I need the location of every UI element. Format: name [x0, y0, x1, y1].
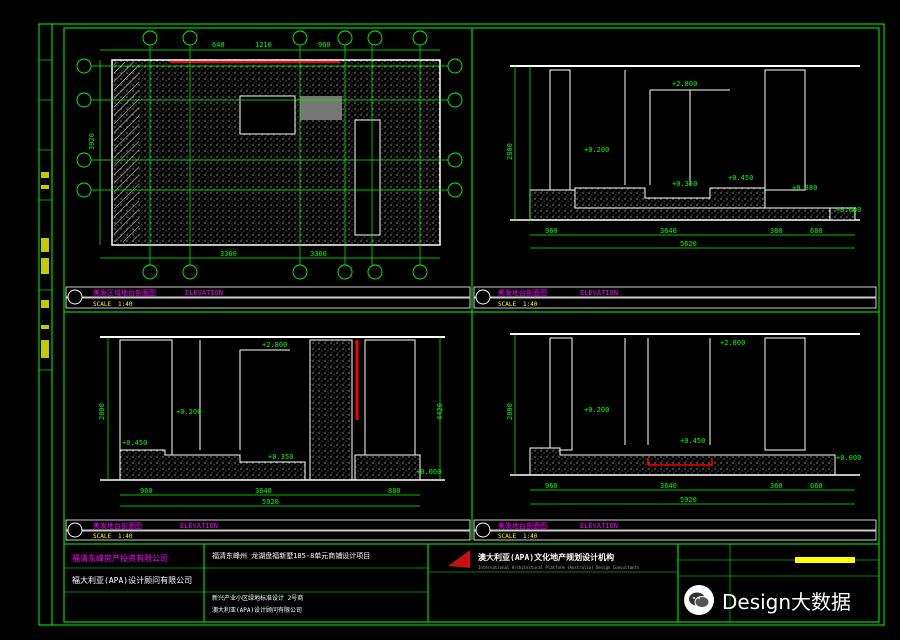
panel-b-scale: SCALE: [498, 301, 516, 308]
plan-dim-top-3: 960: [318, 41, 331, 49]
plan-dim-left: 3920: [88, 133, 96, 150]
tb-firm-sub: International Architectural Platform (Au…: [478, 565, 640, 570]
elevation-c: 960 3640 880 5920 +2.800 +0.350 +0.450 +…: [98, 336, 445, 507]
tb-note1: 新兴产业小区绿地标准设计 2号商: [212, 594, 303, 602]
elev-c-total: 5920: [262, 498, 279, 506]
elev-b-seg-4: 680: [810, 227, 823, 235]
elev-b-h2: +0.350: [672, 180, 697, 188]
panel-a-scale: SCALE: [93, 301, 111, 308]
left-strip-marks: [41, 172, 49, 358]
panel-b-scale-val: 1:40: [523, 301, 538, 308]
panel-d-scale-val: 1:40: [523, 533, 538, 540]
elev-d-seg-4: 660: [810, 482, 823, 490]
plan-dim-bottom-2: 3360: [310, 250, 327, 258]
elev-c-h1: +2.800: [262, 341, 287, 349]
elev-c-h5: +0.200: [176, 408, 201, 416]
elev-d-seg-1: 960: [545, 482, 558, 490]
panel-c-title: 美发地台剖面图: [93, 521, 142, 530]
tb-note2: 澳大利亚(APA)设计顾问有限公司: [212, 606, 302, 614]
elev-c-seg-4: 880: [388, 487, 401, 495]
plan-dim-top-2: 1210: [255, 41, 272, 49]
panel-c-scale: SCALE: [93, 533, 111, 540]
panel-title-b: 美发地台剖面图 ELEVATION SCALE 1:40: [473, 286, 877, 309]
plan-dim-top-1: 640: [212, 41, 225, 49]
elev-d-h3: +0.000: [836, 454, 861, 462]
grid-bubbles: [76, 30, 463, 280]
elev-c-seg-1: 960: [140, 487, 153, 495]
elev-d-h2: +0.450: [680, 437, 705, 445]
elev-b-h1: +2.800: [672, 80, 697, 88]
panel-c-scale-val: 1:40: [118, 533, 133, 540]
elev-d-seg-3: 360: [770, 482, 783, 490]
elev-b-seg-2: 3640: [660, 227, 677, 235]
panel-d-title: 美发地台剖面图: [498, 521, 547, 530]
panel-a-title: 美发区域地台剖面图: [93, 288, 156, 297]
elev-b-total: 5620: [680, 240, 697, 248]
elev-b-seg-3: 380: [770, 227, 783, 235]
panel-d-elev: ELEVATION: [580, 522, 618, 530]
elev-d-seg-2: 3640: [660, 482, 677, 490]
elev-b-h4: +0.380: [792, 184, 817, 192]
wechat-icon: [684, 585, 714, 615]
panel-b-elev: ELEVATION: [580, 289, 618, 297]
watermark: Design大数据: [684, 580, 884, 620]
panel-title-d: 美发地台剖面图 ELEVATION SCALE 1:40: [473, 519, 877, 541]
elev-c-left-1: 2800: [98, 403, 106, 420]
elevation-d: 960 3640 360 660 5920 +2.800 +0.450 +0.0…: [506, 333, 861, 505]
tb-designer: 福大利亚(APA)设计顾问有限公司: [72, 575, 192, 585]
elev-c-h4: +0.000: [416, 468, 441, 476]
floor-plan: 640 1210 960 3360 3360 3920: [76, 30, 463, 280]
plan-dim-bottom-1: 3360: [220, 250, 237, 258]
panel-title-c: 美发地台剖面图 ELEVATION SCALE 1:40: [65, 519, 471, 541]
panel-a-elev: ELEVATION: [185, 289, 223, 297]
elev-b-h3: +0.450: [728, 174, 753, 182]
elev-d-left-1: 2800: [506, 403, 514, 420]
elev-b-h5: +0.000: [836, 206, 861, 214]
watermark-text: Design大数据: [722, 589, 852, 614]
elev-c-seg-2: 3640: [255, 487, 272, 495]
sheet-border-outer: [38, 23, 885, 626]
tb-project: 福清东峰州 龙湖盘福新墅185-8单元商铺设计项目: [212, 551, 370, 560]
elev-d-h1: +2.800: [720, 339, 745, 347]
firm-logo: [448, 550, 470, 568]
panel-a-scale-val: 1:40: [118, 301, 133, 308]
tb-client: 福清东峰房产投资有限公司: [72, 553, 168, 563]
panel-b-title: 美发地台剖面图: [498, 288, 547, 297]
left-strip-grid: [39, 59, 52, 371]
elevation-b: 960 3640 380 680 5620 +2.800 +0.350 +0.4…: [506, 65, 861, 249]
elev-d-h4: +0.200: [584, 406, 609, 414]
tb-firm-name: 澳大利亚(APA)文化地产规划设计机构: [478, 552, 614, 562]
elev-b-h6: +0.200: [584, 146, 609, 154]
elev-b-seg-1: 960: [545, 227, 558, 235]
elev-c-h3: +0.450: [122, 439, 147, 447]
elev-d-total: 5920: [680, 496, 697, 504]
panel-d-scale: SCALE: [498, 533, 516, 540]
panel-c-elev: ELEVATION: [180, 522, 218, 530]
elev-c-right-1: 4420: [436, 403, 444, 420]
panel-title-a: 美发区域地台剖面图 ELEVATION SCALE 1:40: [65, 286, 471, 309]
elev-c-h2: +0.350: [268, 453, 293, 461]
elev-b-left-1: 2800: [506, 143, 514, 160]
title-block: 福清东峰房产投资有限公司 福大利亚(APA)设计顾问有限公司 福清东峰州 龙湖盘…: [64, 543, 879, 622]
